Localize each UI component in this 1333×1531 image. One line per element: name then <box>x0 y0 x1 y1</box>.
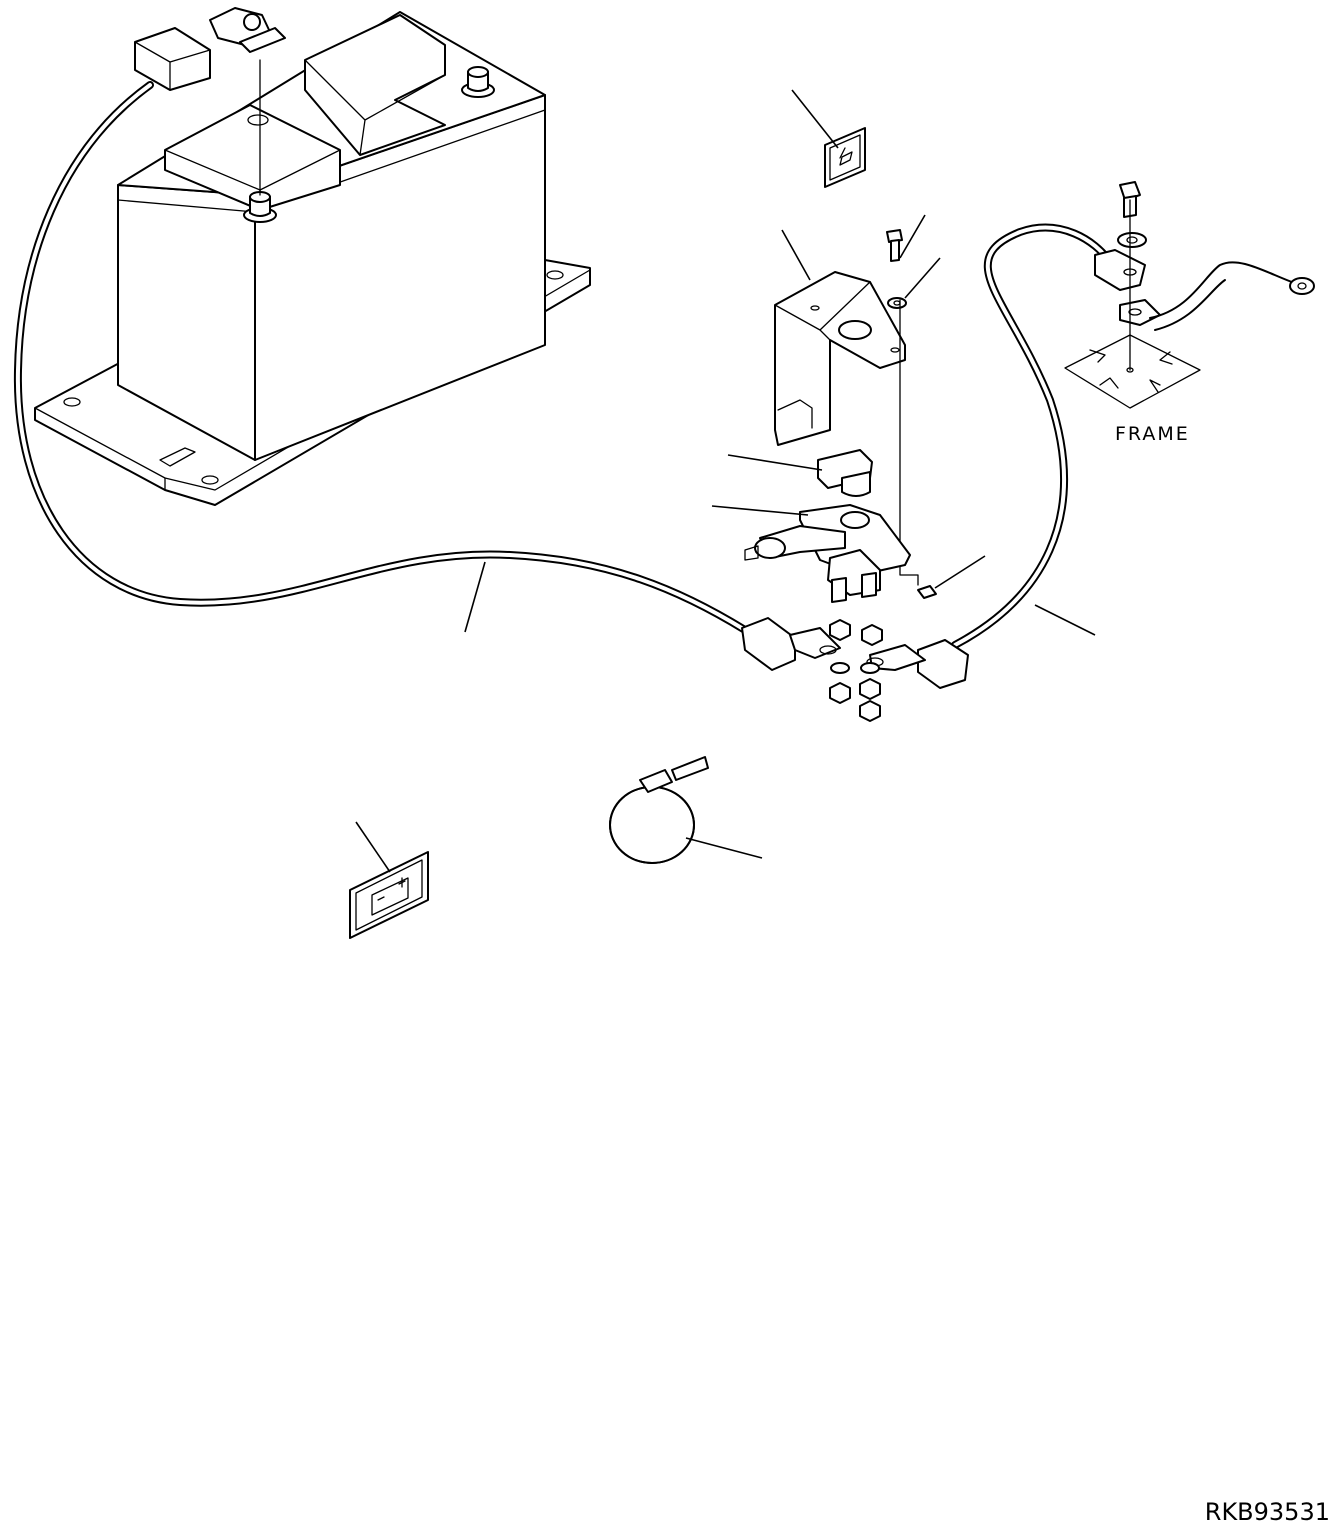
battery-decal <box>349 851 429 939</box>
frame-label: FRAME <box>1115 423 1190 445</box>
frame-ground <box>1064 181 1315 409</box>
battery-icon <box>371 877 409 916</box>
switch-decal <box>824 127 866 188</box>
disconnect-switch <box>744 504 911 603</box>
switch-bracket <box>774 271 906 446</box>
drawing-number: RKB93531 <box>1205 1498 1330 1526</box>
switch-key <box>817 449 873 497</box>
ground-cable <box>866 223 1114 689</box>
battery <box>117 11 546 461</box>
battery-cable <box>13 81 841 671</box>
key-switch-icon <box>839 147 853 166</box>
cable-tie <box>609 756 709 864</box>
terminal-nuts <box>829 585 937 722</box>
leader-lines <box>355 89 1096 873</box>
terminal-clamp <box>134 7 286 91</box>
screw <box>886 229 907 309</box>
